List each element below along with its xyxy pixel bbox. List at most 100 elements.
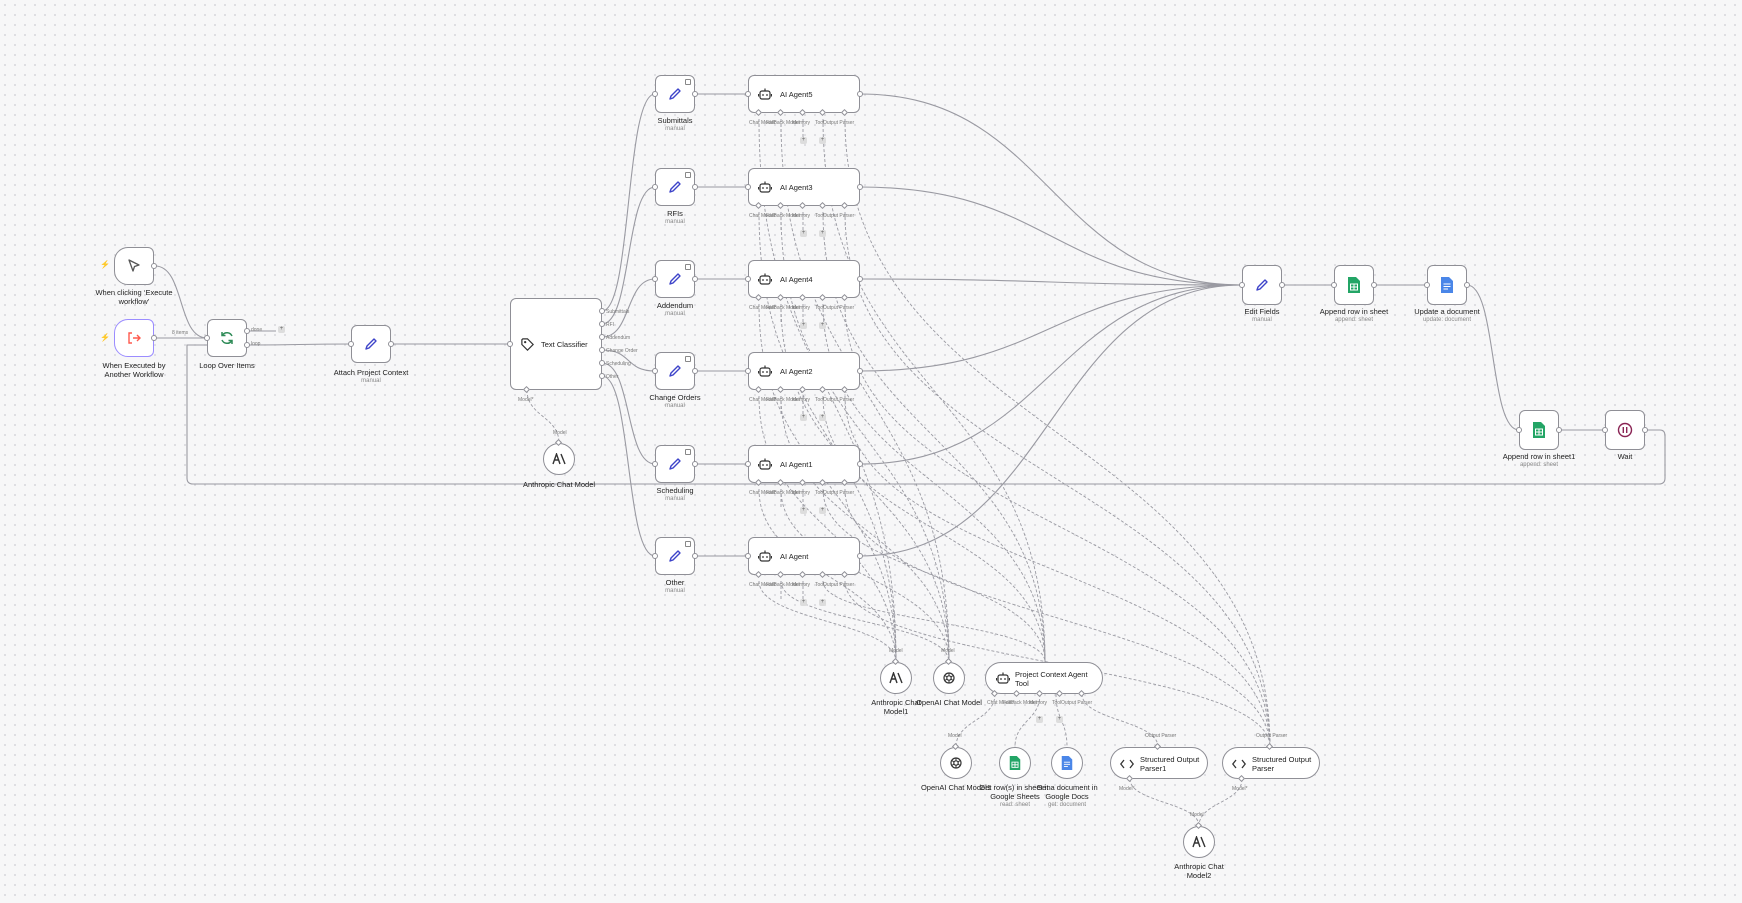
connection-port[interactable]	[692, 553, 698, 559]
add-memory-plus-button[interactable]: +	[800, 322, 807, 329]
connection-port[interactable]	[599, 321, 605, 327]
connection-port[interactable]	[652, 553, 658, 559]
agent-port-parser: Output Parser	[823, 120, 855, 126]
add-memory-plus-button[interactable]: +	[1036, 716, 1043, 723]
connection-port[interactable]	[1239, 282, 1245, 288]
connection-port[interactable]	[244, 342, 250, 348]
connection-port[interactable]	[1516, 427, 1522, 433]
ai-agent-node[interactable]: AI Agent5	[748, 75, 860, 113]
add-memory-plus-button[interactable]: +	[800, 507, 807, 514]
get-document-docs-node[interactable]	[1051, 747, 1083, 779]
connection-port[interactable]	[599, 334, 605, 340]
add-memory-plus-button[interactable]: +	[800, 599, 807, 606]
connection-port[interactable]	[599, 360, 605, 366]
scheduling-sub: manual	[665, 496, 685, 502]
connection-port[interactable]	[599, 308, 605, 314]
connection-port[interactable]	[857, 276, 863, 282]
connection-port[interactable]	[857, 368, 863, 374]
connection-port[interactable]	[151, 335, 157, 341]
connection-port[interactable]	[857, 553, 863, 559]
connection-port[interactable]	[857, 461, 863, 467]
connection-port[interactable]	[599, 347, 605, 353]
connection-port[interactable]	[1279, 282, 1285, 288]
connection-port[interactable]	[1642, 427, 1648, 433]
connection-port[interactable]	[1464, 282, 1470, 288]
add-tool-plus-button[interactable]: +	[819, 322, 826, 329]
execute-workflow-trigger-node[interactable]	[114, 247, 154, 285]
add-memory-plus-button[interactable]: +	[800, 414, 807, 421]
submittals-set-node[interactable]	[655, 75, 695, 113]
ai-agent-node[interactable]: AI Agent	[748, 537, 860, 575]
add-tool-plus-button[interactable]: +	[819, 230, 826, 237]
connection-port[interactable]	[692, 276, 698, 282]
execute-workflow-trigger-label: When clicking ‘Execute workflow’	[95, 288, 173, 306]
other-set-node[interactable]	[655, 537, 695, 575]
connection-port[interactable]	[1424, 282, 1430, 288]
add-node-plus-button[interactable]: +	[278, 326, 285, 333]
openai-chat-model-node[interactable]	[933, 662, 965, 694]
add-tool-plus-button[interactable]: +	[819, 137, 826, 144]
attach-project-context-node[interactable]	[351, 325, 391, 363]
update-document-node[interactable]	[1427, 265, 1467, 305]
wait-node[interactable]	[1605, 410, 1645, 450]
ai-agent-node[interactable]: AI Agent4	[748, 260, 860, 298]
project-context-agent-tool-node[interactable]: Project Context Agent Tool	[985, 662, 1103, 694]
connection-port[interactable]	[388, 341, 394, 347]
connection-port[interactable]	[244, 328, 250, 334]
connection-port[interactable]	[857, 184, 863, 190]
connection-port[interactable]	[1371, 282, 1377, 288]
append-row-sheet-node[interactable]	[1334, 265, 1374, 305]
connection-port[interactable]	[745, 91, 751, 97]
connection-port[interactable]	[204, 335, 210, 341]
connection-port[interactable]	[692, 184, 698, 190]
add-tool-plus-button[interactable]: +	[819, 599, 826, 606]
anthropic-chat-model1-node[interactable]	[880, 662, 912, 694]
connection-port[interactable]	[857, 91, 863, 97]
add-tool-plus-button[interactable]: +	[819, 507, 826, 514]
add-tool-plus-button[interactable]: +	[819, 414, 826, 421]
rfis-set-node[interactable]	[655, 168, 695, 206]
ai-agent-node[interactable]: AI Agent3	[748, 168, 860, 206]
anthropic-chat-model2-node[interactable]	[1183, 826, 1215, 858]
agent-port-fallback: Fallback Model	[766, 582, 800, 588]
connection-port[interactable]	[1602, 427, 1608, 433]
connection-port[interactable]	[599, 373, 605, 379]
connection-port[interactable]	[1331, 282, 1337, 288]
scheduling-set-node[interactable]	[655, 445, 695, 483]
connection-port[interactable]	[507, 341, 513, 347]
append-row-sheet1-node[interactable]	[1519, 410, 1559, 450]
connection-port[interactable]	[692, 461, 698, 467]
connection-port[interactable]	[652, 184, 658, 190]
connection-port[interactable]	[692, 91, 698, 97]
edit-fields-node[interactable]	[1242, 265, 1282, 305]
connection-port[interactable]	[1556, 427, 1562, 433]
connection-port[interactable]	[652, 368, 658, 374]
openai-chat-model1-node[interactable]	[940, 747, 972, 779]
connection-port[interactable]	[745, 184, 751, 190]
executed-by-workflow-trigger-node[interactable]	[114, 319, 154, 357]
addendum-set-node[interactable]	[655, 260, 695, 298]
add-memory-plus-button[interactable]: +	[800, 230, 807, 237]
connection-port[interactable]	[745, 368, 751, 374]
connection-port[interactable]	[652, 461, 658, 467]
add-tool-plus-button[interactable]: +	[1056, 716, 1063, 723]
anthropic-chat-model-node[interactable]	[543, 443, 575, 475]
ai-agent-node[interactable]: AI Agent2	[748, 352, 860, 390]
change-orders-set-node[interactable]	[655, 352, 695, 390]
connection-port[interactable]	[151, 263, 157, 269]
connection-port[interactable]	[348, 341, 354, 347]
connection-port[interactable]	[745, 461, 751, 467]
loop-over-items-node[interactable]	[207, 319, 247, 357]
connection-port[interactable]	[745, 553, 751, 559]
connection-port[interactable]	[652, 276, 658, 282]
get-rows-sheets-node[interactable]	[999, 747, 1031, 779]
structured-output-parser-node[interactable]: Structured Output Parser	[1222, 747, 1320, 779]
text-classifier-node[interactable]: Text Classifier	[510, 298, 602, 390]
connection-port[interactable]	[745, 276, 751, 282]
connection-port[interactable]	[652, 91, 658, 97]
ai-agent-node[interactable]: AI Agent1	[748, 445, 860, 483]
connection-port[interactable]	[692, 368, 698, 374]
structured-output-parser1-node[interactable]: Structured Output Parser1	[1110, 747, 1208, 779]
add-memory-plus-button[interactable]: +	[800, 137, 807, 144]
